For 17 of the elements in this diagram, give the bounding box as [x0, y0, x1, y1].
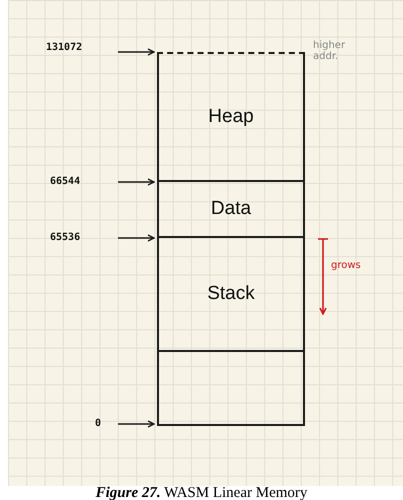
- memory-segment: [157, 182, 305, 238]
- memory-segment: [157, 52, 305, 182]
- memory-segment: [157, 352, 305, 426]
- note-text: higher addr.: [313, 40, 346, 62]
- arrow: [118, 178, 155, 186]
- segment-label: Stack: [207, 283, 255, 305]
- arrow: [118, 420, 155, 428]
- address-label: 131072: [46, 42, 96, 56]
- address-label: 66544: [50, 176, 100, 190]
- segment-label: Data: [210, 198, 252, 220]
- memory-segment: [157, 238, 305, 352]
- address-label: 0: [95, 418, 109, 432]
- arrow: [118, 234, 155, 242]
- annotation-text: grows: [331, 260, 362, 271]
- address-label: 65536: [50, 232, 100, 246]
- segment-label: Heap: [208, 106, 254, 128]
- arrow: [118, 48, 155, 56]
